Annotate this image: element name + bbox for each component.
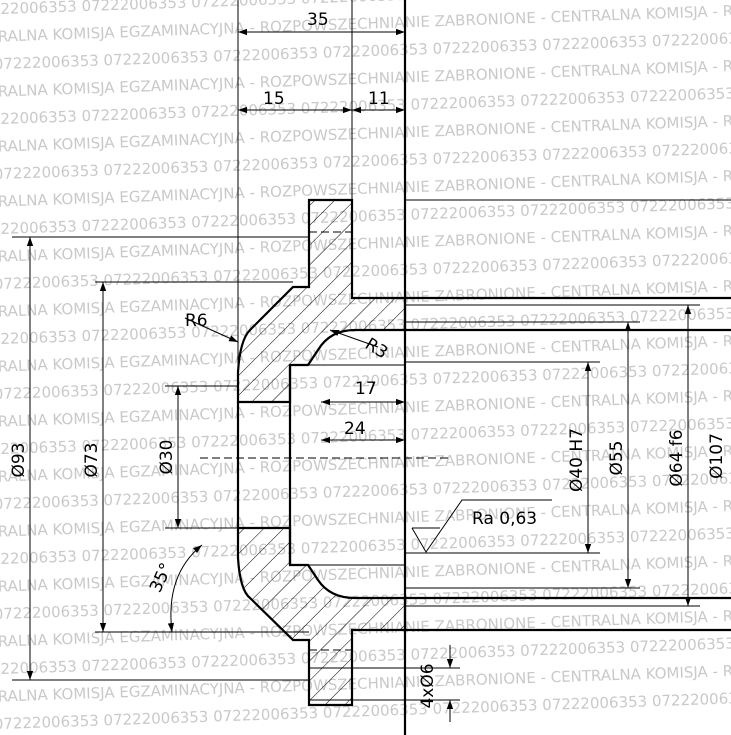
- extension-lines: [12, 0, 700, 701]
- outlines: [200, 0, 731, 735]
- angle-35: 35°: [146, 560, 177, 596]
- surface-roughness-symbol: [411, 499, 552, 553]
- dia-30: Ø30: [157, 439, 177, 474]
- roughness-label: Ra 0,63: [472, 509, 537, 529]
- lower-section: [236, 526, 407, 707]
- dim-17: 17: [355, 379, 377, 399]
- dim-11: 11: [368, 89, 390, 109]
- part-section: [236, 198, 407, 707]
- dia-73: Ø73: [82, 442, 102, 477]
- dia-40-h7: Ø40 H7: [567, 428, 587, 492]
- upper-section: [236, 198, 407, 404]
- dia-64-f6: Ø64 f6: [667, 429, 687, 486]
- dia-107: Ø107: [707, 433, 727, 479]
- dim-35: 35: [307, 10, 329, 30]
- dim-24: 24: [344, 419, 366, 439]
- dimension-lines: [26, 28, 692, 722]
- dia-93: Ø93: [9, 442, 29, 477]
- dim-15: 15: [263, 89, 285, 109]
- dia-55: Ø55: [607, 440, 627, 475]
- holes-4x6: 4xØ6: [418, 663, 438, 708]
- radius-r6: R6: [185, 311, 208, 331]
